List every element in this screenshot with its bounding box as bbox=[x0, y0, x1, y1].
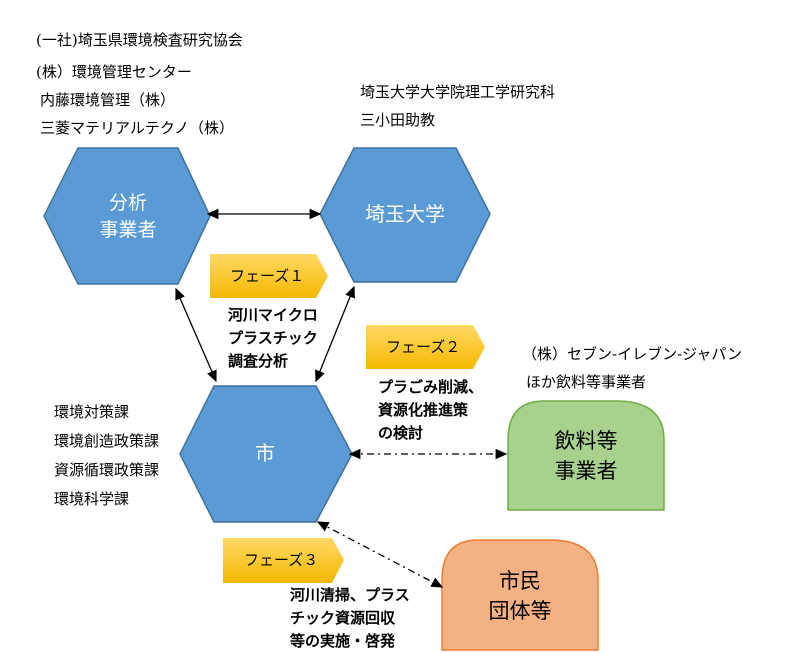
citizen-label-line2: 団体等 bbox=[488, 599, 552, 623]
phase3-desc-line: 河川清掃、プラス bbox=[290, 586, 410, 604]
phase3-desc-line: 等の実施・啓発 bbox=[290, 632, 396, 650]
phase1-label: フェーズ１ bbox=[230, 267, 305, 285]
univ-person: 三小田助教 bbox=[360, 111, 436, 129]
phase3-label: フェーズ３ bbox=[244, 551, 319, 569]
phase1-arrow bbox=[210, 254, 328, 298]
dept-item: 環境創造政策課 bbox=[54, 432, 160, 450]
org-item: (一社)埼玉県環境検査研究協会 bbox=[36, 31, 243, 49]
city-label: 市 bbox=[255, 441, 275, 465]
beverage-label-line1: 飲料等 bbox=[554, 429, 618, 453]
phase3-arrow bbox=[223, 538, 344, 583]
phase2-desc-line: 資源化推進策 bbox=[378, 401, 469, 419]
analysis-org-list: (一社)埼玉県環境検査研究協会 (株）環境管理センター 内藤環境管理（株） 三菱… bbox=[36, 30, 243, 146]
phase3-desc-line: チック資源回収 bbox=[290, 609, 396, 627]
phase1-desc-line: プラスチック bbox=[228, 329, 318, 347]
analysis-label-line1: 分析 bbox=[108, 192, 147, 214]
org-item: (株）環境管理センター bbox=[36, 63, 192, 81]
org-item: 内藤環境管理（株） bbox=[40, 91, 176, 109]
beverage-label: 飲料等 事業者 bbox=[508, 426, 664, 486]
org-item: （株）セブン‐イレブン‐ジャパン bbox=[522, 345, 743, 363]
analysis-label: 分析 事業者 bbox=[78, 190, 178, 244]
univ-info: 埼玉大学大学院理工学研究科 三小田助教 bbox=[360, 82, 555, 138]
dept-item: 環境科学課 bbox=[54, 490, 130, 508]
citizen-shape bbox=[441, 539, 599, 651]
phase2-label: フェーズ２ bbox=[386, 338, 461, 356]
saitama-univ-label: 埼玉大学 bbox=[365, 202, 445, 226]
phase2-description: プラごみ削減、 資源化推進策 の検討 bbox=[378, 376, 483, 445]
phase3-description: 河川清掃、プラス チック資源回収 等の実施・啓発 bbox=[290, 584, 410, 653]
city-citizen-connector bbox=[316, 521, 444, 588]
analysis-label-line2: 事業者 bbox=[99, 219, 157, 241]
dept-item: 資源循環政策課 bbox=[54, 461, 160, 479]
city-hexagon bbox=[179, 385, 353, 523]
citizen-label: 市民 団体等 bbox=[442, 566, 598, 626]
citizen-label-line1: 市民 bbox=[499, 569, 541, 593]
phase1-description: 河川マイクロ プラスチック 調査分析 bbox=[228, 304, 318, 373]
beverage-org-list: （株）セブン‐イレブン‐ジャパン ほか飲料等事業者 bbox=[522, 344, 742, 400]
phase2-desc-line: プラごみ削減、 bbox=[378, 378, 484, 396]
univ-city-connector bbox=[315, 285, 355, 383]
beverage-shape bbox=[507, 400, 665, 511]
analysis-city-connector bbox=[175, 287, 217, 383]
phase1-desc-line: 河川マイクロ bbox=[228, 306, 318, 324]
phase1-desc-line: 調査分析 bbox=[228, 352, 289, 370]
analysis-hexagon bbox=[43, 147, 211, 285]
org-item: ほか飲料等事業者 bbox=[526, 373, 647, 391]
univ-dept: 埼玉大学大学院理工学研究科 bbox=[360, 83, 556, 101]
phase2-arrow bbox=[366, 325, 485, 369]
phase2-desc-line: の検討 bbox=[378, 424, 424, 442]
beverage-label-line2: 事業者 bbox=[554, 459, 618, 483]
org-item: 三菱マテリアルテクノ（株） bbox=[40, 119, 234, 137]
city-dept-list: 環境対策課 環境創造政策課 資源循環政策課 環境科学課 bbox=[54, 402, 159, 518]
dept-item: 環境対策課 bbox=[54, 403, 130, 421]
